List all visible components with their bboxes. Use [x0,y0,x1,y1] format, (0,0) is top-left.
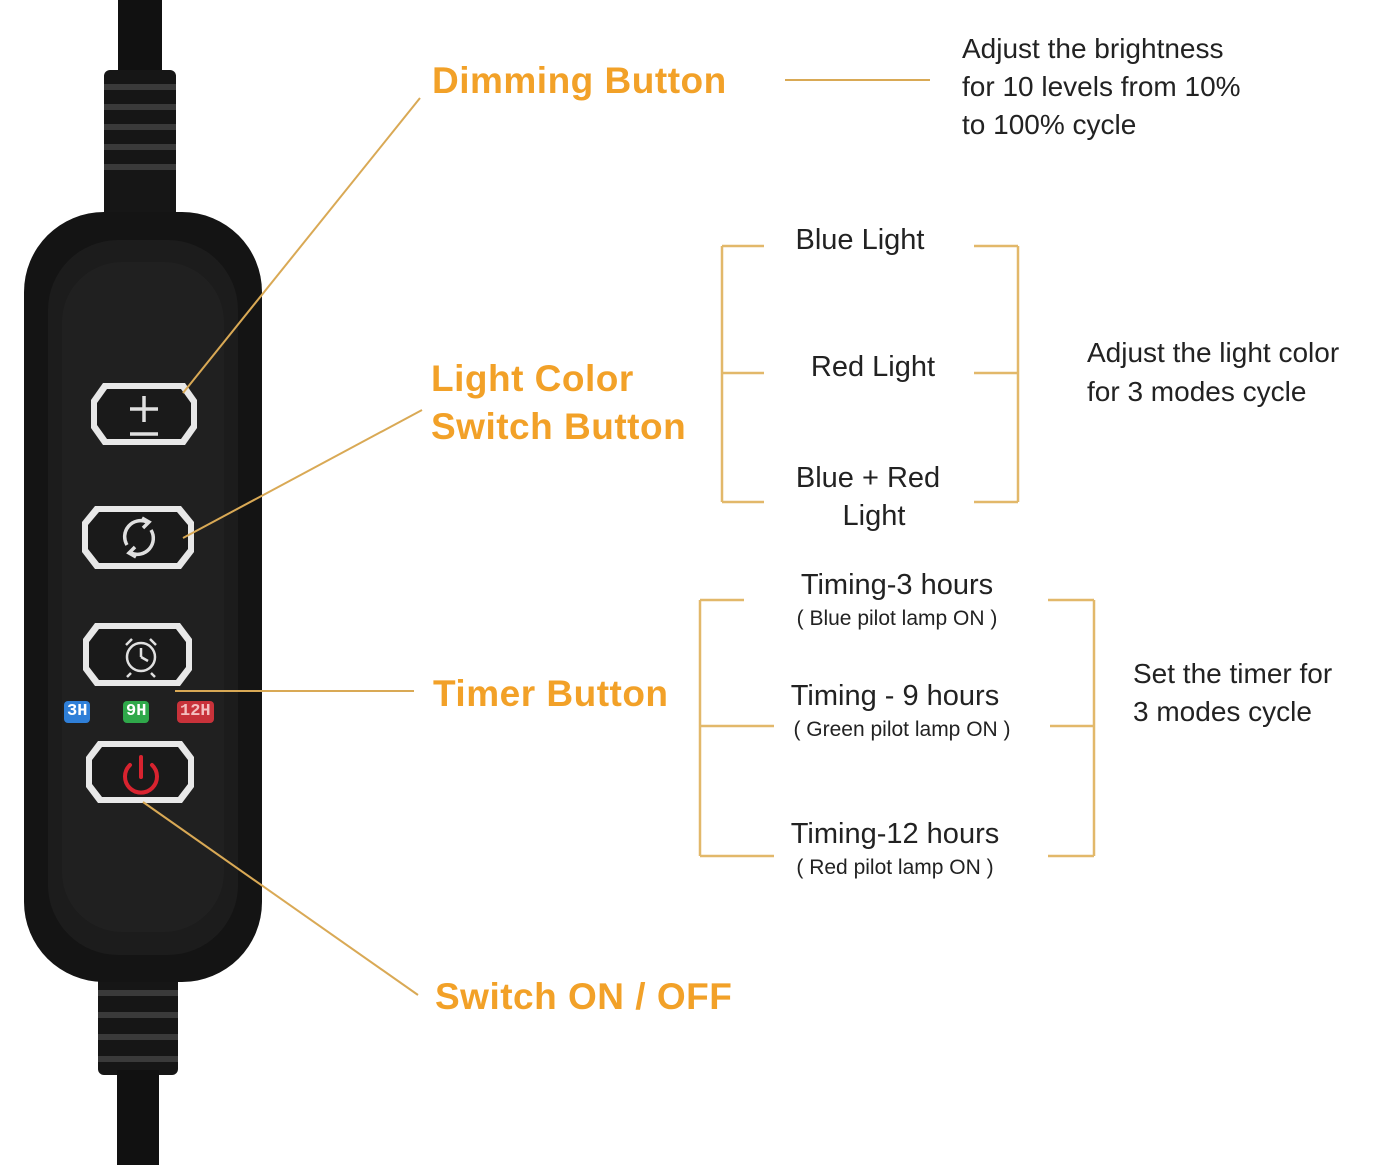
timer-desc-line2: 3 modes cycle [1133,696,1312,727]
color-option-red: Red Light [810,351,936,383]
alarm-clock-icon [125,638,157,678]
color-leader [182,409,423,539]
color-option-both-line1: Blue + Red [795,462,941,494]
indicator-12h: 12H [177,701,214,723]
indicator-9h: 9H [123,701,150,723]
timer-label: Timer Button [433,673,669,714]
timer-option-9h-note: ( Green pilot lamp ON ) [793,718,1011,741]
dimming-desc-line3: to 100% cycle [962,109,1137,140]
power-button[interactable] [86,741,194,803]
color-desc-line1: Adjust the light color [1087,337,1340,368]
dimming-desc-line1: Adjust the brightness [962,33,1224,64]
switch-leader [142,801,419,996]
cable-top [104,0,176,220]
timer-option-3h-note: ( Blue pilot lamp ON ) [796,607,998,630]
leader-lines [142,79,930,996]
dimming-leader [182,97,421,394]
timer-button[interactable] [83,623,192,686]
cycle-arrows-icon [122,516,156,559]
color-switch-label-line1: Light Color [431,358,634,399]
cable-bottom [98,955,178,1165]
timer-option-9h-title: Timing - 9 hours [790,680,1000,712]
color-bracket [720,244,1020,504]
dimming-button[interactable] [91,383,197,445]
controller-body [24,212,262,982]
timer-option-3h-title: Timing-3 hours [800,569,994,601]
power-icon [123,755,159,795]
switch-label: Switch ON / OFF [435,976,733,1017]
color-desc-line2: for 3 modes cycle [1087,376,1307,407]
timer-desc-line1: Set the timer for [1133,658,1333,689]
color-option-both-line2: Light [842,500,906,532]
indicator-3h: 3H [64,701,91,723]
color-switch-label-line2: Switch Button [431,406,687,447]
timer-option-12h-note: ( Red pilot lamp ON ) [796,856,994,879]
timer-bracket [698,598,1096,858]
color-switch-button[interactable] [82,506,194,569]
plus-minus-icon [130,396,158,436]
dimming-desc-line2: for 10 levels from 10% [962,71,1241,102]
timer-option-12h-title: Timing-12 hours [790,818,1000,850]
color-option-blue: Blue Light [795,224,925,256]
dimming-label: Dimming Button [432,60,727,101]
